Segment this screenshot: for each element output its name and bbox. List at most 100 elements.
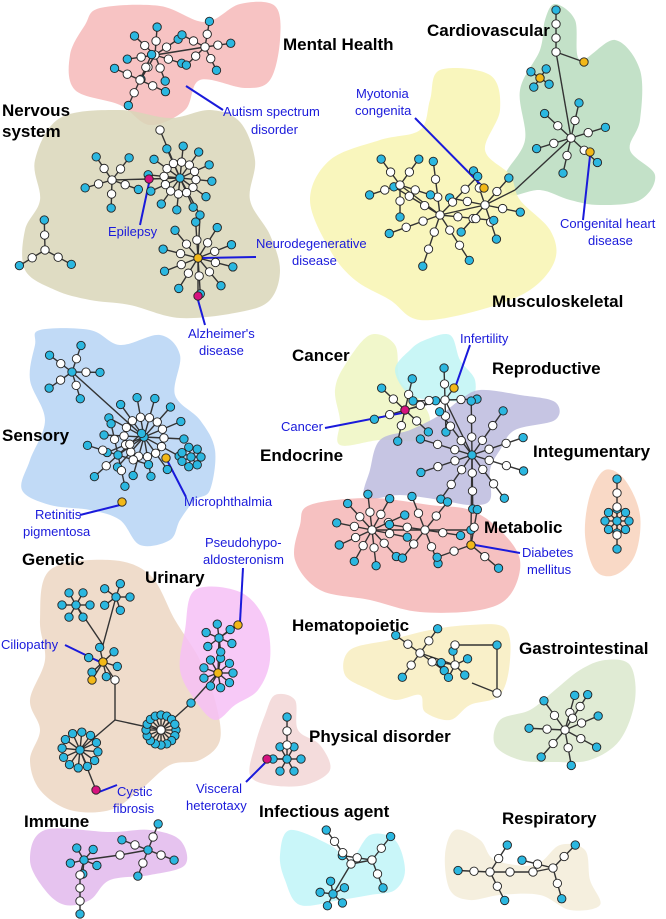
node-internal [140,40,150,51]
node-internal [430,174,441,184]
node-leaf [106,419,116,429]
node-internal [109,434,120,445]
node-internal [40,245,50,255]
node-internal [119,431,129,441]
node-leaf [91,737,102,748]
node-leaf [489,215,499,226]
node-leaf [224,677,235,688]
node-leaf [397,553,408,563]
node-internal [440,395,450,405]
node-internal [71,354,82,364]
node-leaf [226,38,236,48]
node-leaf [75,394,85,404]
edge [444,399,473,456]
node-internal [551,19,561,29]
node-leaf [216,281,226,291]
node-leaf [129,31,140,41]
node-internal [160,179,171,190]
callout-myotonia [414,117,485,189]
node-leaf [541,64,551,74]
node-internal [135,75,145,85]
callout-visceral [245,762,266,783]
callout-congheart [582,155,591,221]
node-internal [122,69,132,79]
node-internal [39,230,50,240]
node-internal [213,40,223,50]
node-leaf [407,374,417,384]
node-leaf [66,259,76,270]
node-leaf [500,895,510,906]
node-leaf [204,160,214,170]
node-leaf [205,681,216,691]
node-internal [184,160,194,170]
node-internal [346,859,356,869]
node-leaf [100,584,110,594]
node-leaf [177,456,187,466]
node-leaf [116,399,126,410]
node-cystic-fibrosis [91,785,101,795]
annotation-alzheimer-line1: Alzheimer's [188,326,255,341]
node-leaf [160,76,170,86]
node-leaf [95,642,105,653]
node-leaf [201,192,211,202]
node-leaf [493,563,504,573]
node-internal [480,200,490,210]
node-leaf [184,462,194,472]
node-leaf [225,624,235,635]
node-internal [202,29,212,39]
node-internal [450,456,460,466]
node-internal [445,225,455,235]
node-leaf [214,633,224,643]
node-leaf [473,171,483,182]
node-internal [429,227,439,237]
node-leaf [136,428,147,439]
node-internal [176,259,186,270]
cluster-region-physical [249,693,331,787]
cluster-region-mental [68,1,281,126]
node-leaf [343,498,353,509]
node-internal [439,379,450,389]
node-leaf [275,766,285,776]
node-internal [454,240,465,250]
node-leaf [192,460,202,470]
node-leaf [574,98,584,108]
node-leaf [205,655,216,665]
node-internal [98,445,108,455]
node-internal [126,447,136,457]
node-internal [204,267,215,277]
node-internal [106,189,117,199]
edge [114,719,162,731]
node-internal [471,213,481,224]
node-leaf [146,471,156,482]
node-leaf [194,147,204,157]
node-leaf [123,100,133,111]
node-internal [427,657,437,667]
node-internal [379,538,389,548]
cluster-label-physical-disorder: Physical disorder [309,727,451,746]
node-leaf [364,190,375,200]
node-leaf [442,497,453,507]
node-cancer [400,405,410,415]
node-leaf [122,54,132,64]
node-leaf [174,283,184,294]
callout-neurodeg [201,256,257,259]
node-leaf [583,690,593,700]
node-leaf [82,761,93,772]
node-internal [136,52,146,62]
edge [332,863,352,895]
node-leaf [407,491,417,502]
cluster-region-nervous [22,109,280,319]
node-internal [570,115,580,126]
annotation-cystic-line1: Cystic [117,784,153,799]
callout-cystic [98,784,118,793]
node-internal [176,157,187,167]
node-leaf [400,510,410,520]
node-internal [384,528,395,539]
node-leaf [529,82,539,92]
edge [154,46,206,56]
annotation-cystic-line2: fibrosis [113,801,155,816]
node-leaf [425,190,436,200]
node-internal [559,851,569,862]
node-internal [409,539,419,549]
node-internal [367,855,377,865]
